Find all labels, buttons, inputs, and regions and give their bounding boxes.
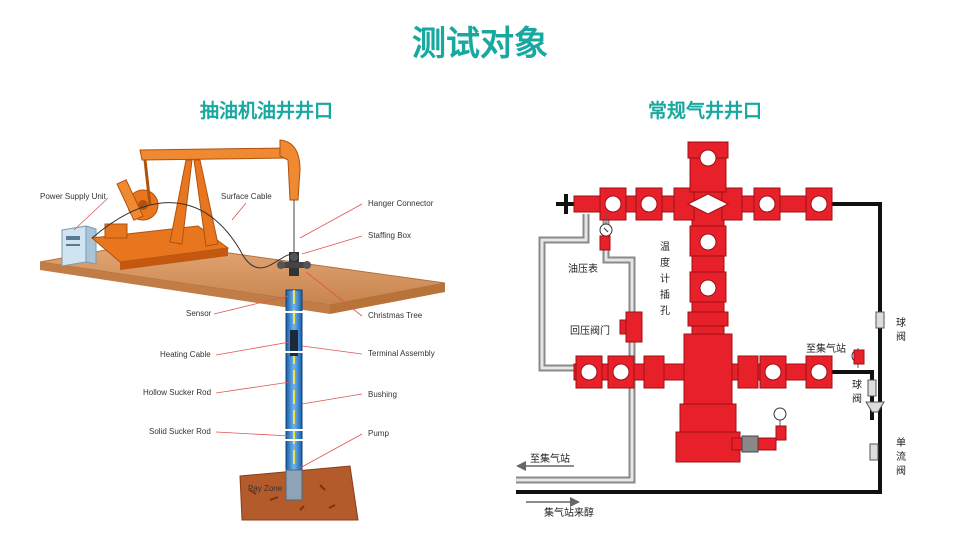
horse-head <box>279 139 301 201</box>
label-staffing-box: Staffing Box <box>368 231 411 240</box>
lower-valves <box>575 355 833 389</box>
label-surface-cable: Surface Cable <box>221 192 272 201</box>
right-subtitle: 常规气井井口 <box>648 100 763 122</box>
flow-arrow-left <box>516 461 574 471</box>
label-hollow-sucker-rod: Hollow Sucker Rod <box>143 388 211 397</box>
power-supply-unit <box>61 225 97 267</box>
small-christmas-tree <box>277 252 311 276</box>
page-title: 测试对象 <box>412 24 548 64</box>
label-from-station: 集气站来醇 <box>544 506 594 519</box>
tubing-head <box>683 333 733 405</box>
pumpjack-crank <box>116 179 159 221</box>
label-ball-valve-1: 球阀 <box>896 316 906 343</box>
upper-valves <box>599 187 833 221</box>
label-temp-hole: 温度计插孔 <box>660 241 670 317</box>
label-to-station-bottom: 至集气站 <box>530 452 570 465</box>
vertical-valves <box>686 141 730 327</box>
label-heating-cable: Heating Cable <box>160 350 211 359</box>
label-ball-valve-2: 球阀 <box>852 378 862 405</box>
label-back-pressure-valve: 回压阀门 <box>570 324 610 337</box>
label-check-valve: 单流阀 <box>896 437 906 477</box>
label-pump: Pump <box>368 429 389 438</box>
walking-beam <box>139 147 289 161</box>
pumpjack-diagram: Power Supply Unit Surface Cable Hanger C… <box>39 139 446 521</box>
pressure-gauges <box>599 214 865 441</box>
label-solid-sucker-rod: Solid Sucker Rod <box>149 427 211 436</box>
label-christmas-tree: Christmas Tree <box>368 311 423 320</box>
label-tubing-gauge: 油压表 <box>568 262 598 275</box>
label-bushing: Bushing <box>368 390 397 399</box>
label-hanger-connector: Hanger Connector <box>368 199 434 208</box>
label-pay-zone: Pay Zone <box>248 484 283 493</box>
left-subtitle: 抽油机油井井口 <box>200 100 334 122</box>
label-terminal-assembly: Terminal Assembly <box>368 349 435 358</box>
label-power-supply-unit: Power Supply Unit <box>40 192 107 201</box>
label-to-station-top: 至集气站 <box>806 342 846 355</box>
back-pressure-valve <box>619 311 643 343</box>
label-sensor: Sensor <box>186 309 212 318</box>
surface-cable <box>91 202 297 269</box>
gas-wellhead-diagram: 油压表 回压阀门 至集气站 至集气站 集气站来醇 温度计插孔 球阀 球阀 单流阀 <box>516 141 906 519</box>
grey-pipes <box>516 214 636 484</box>
flow-arrow-right <box>526 497 580 507</box>
